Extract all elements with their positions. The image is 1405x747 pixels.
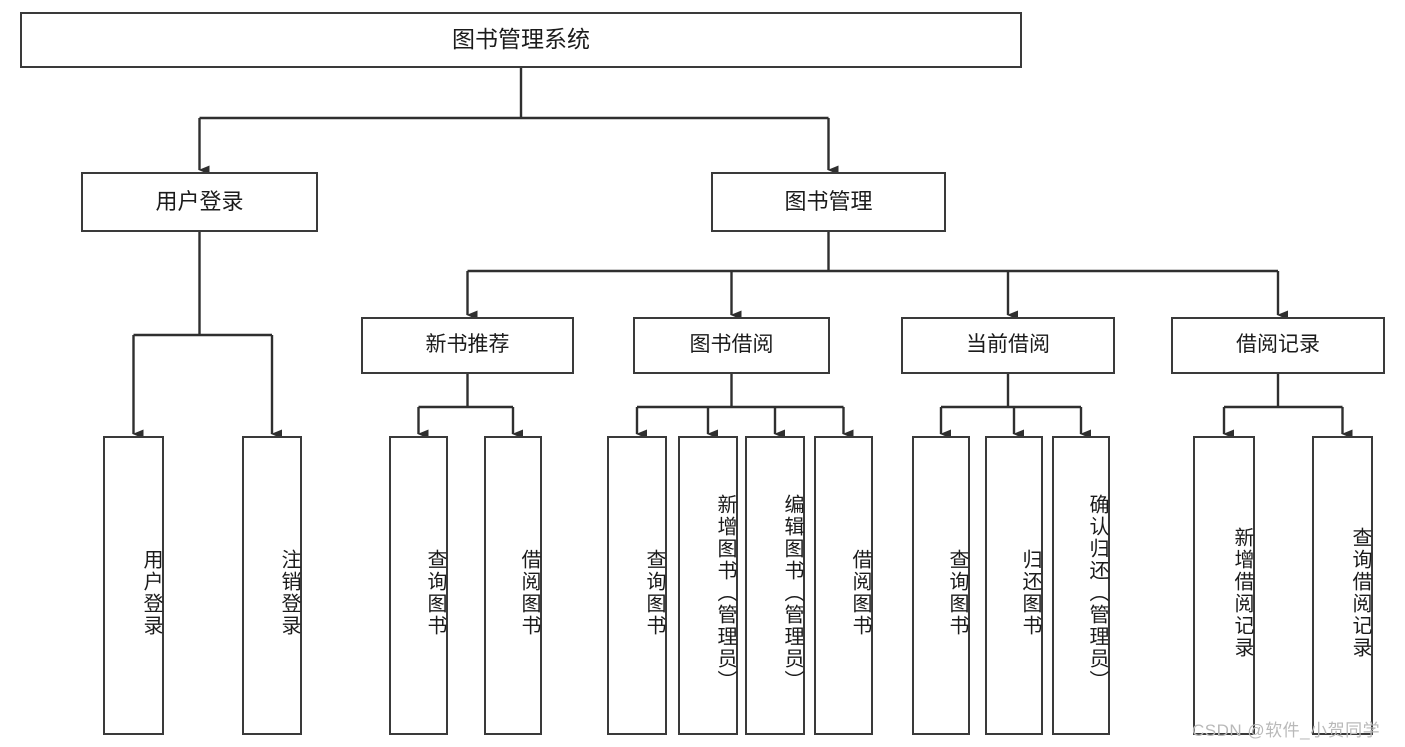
node-label-user-login: 用户登录	[155, 189, 244, 215]
node-label-leaf-user-login: 用户登录	[140, 548, 162, 637]
node-label-leaf-borrow-book-1: 借阅图书	[518, 548, 540, 637]
node-current-borrow[interactable]: 当前借阅	[901, 317, 1115, 374]
node-label-leaf-query-book-1: 查询图书	[424, 548, 446, 637]
node-label-book-borrow: 图书借阅	[689, 333, 774, 357]
node-leaf-edit-book[interactable]: 编辑图书（管理员）	[745, 436, 805, 735]
node-leaf-add-record[interactable]: 新增借阅记录	[1193, 436, 1255, 735]
node-label-leaf-borrow-book-2: 借阅图书	[849, 548, 871, 637]
node-label-book-manage: 图书管理	[784, 189, 873, 215]
node-leaf-user-login[interactable]: 用户登录	[103, 436, 164, 735]
node-leaf-borrow-book-1[interactable]: 借阅图书	[484, 436, 542, 735]
node-label-root: 图书管理系统	[452, 26, 590, 53]
node-label-leaf-add-book: 新增图书（管理员）	[714, 493, 736, 692]
node-leaf-query-book-1[interactable]: 查询图书	[389, 436, 448, 735]
node-leaf-query-book-2[interactable]: 查询图书	[607, 436, 667, 735]
node-leaf-return-book[interactable]: 归还图书	[985, 436, 1043, 735]
node-label-leaf-query-book-2: 查询图书	[643, 548, 665, 637]
node-label-leaf-edit-book: 编辑图书（管理员）	[781, 493, 803, 692]
node-root[interactable]: 图书管理系统	[20, 12, 1022, 68]
node-leaf-query-book-3[interactable]: 查询图书	[912, 436, 970, 735]
node-leaf-add-book[interactable]: 新增图书（管理员）	[678, 436, 738, 735]
node-book-borrow[interactable]: 图书借阅	[633, 317, 830, 374]
node-label-leaf-confirm-return: 确认归还（管理员）	[1086, 493, 1108, 692]
node-label-new-book-rec: 新书推荐	[425, 333, 510, 357]
node-label-current-borrow: 当前借阅	[966, 333, 1050, 357]
node-user-login[interactable]: 用户登录	[81, 172, 318, 232]
node-label-leaf-query-record: 查询借阅记录	[1349, 526, 1371, 659]
node-book-manage[interactable]: 图书管理	[711, 172, 946, 232]
node-new-book-rec[interactable]: 新书推荐	[361, 317, 574, 374]
node-leaf-query-record[interactable]: 查询借阅记录	[1312, 436, 1373, 735]
node-label-leaf-return-book: 归还图书	[1019, 548, 1041, 637]
node-label-leaf-logout: 注销登录	[278, 548, 300, 637]
node-borrow-record[interactable]: 借阅记录	[1171, 317, 1385, 374]
node-leaf-confirm-return[interactable]: 确认归还（管理员）	[1052, 436, 1110, 735]
node-leaf-logout[interactable]: 注销登录	[242, 436, 302, 735]
node-label-leaf-query-book-3: 查询图书	[946, 548, 968, 637]
node-leaf-borrow-book-2[interactable]: 借阅图书	[814, 436, 873, 735]
node-label-leaf-add-record: 新增借阅记录	[1231, 526, 1253, 659]
node-label-borrow-record: 借阅记录	[1236, 333, 1320, 357]
csdn-watermark: CSDN @软件_小贺同学	[1192, 721, 1381, 740]
